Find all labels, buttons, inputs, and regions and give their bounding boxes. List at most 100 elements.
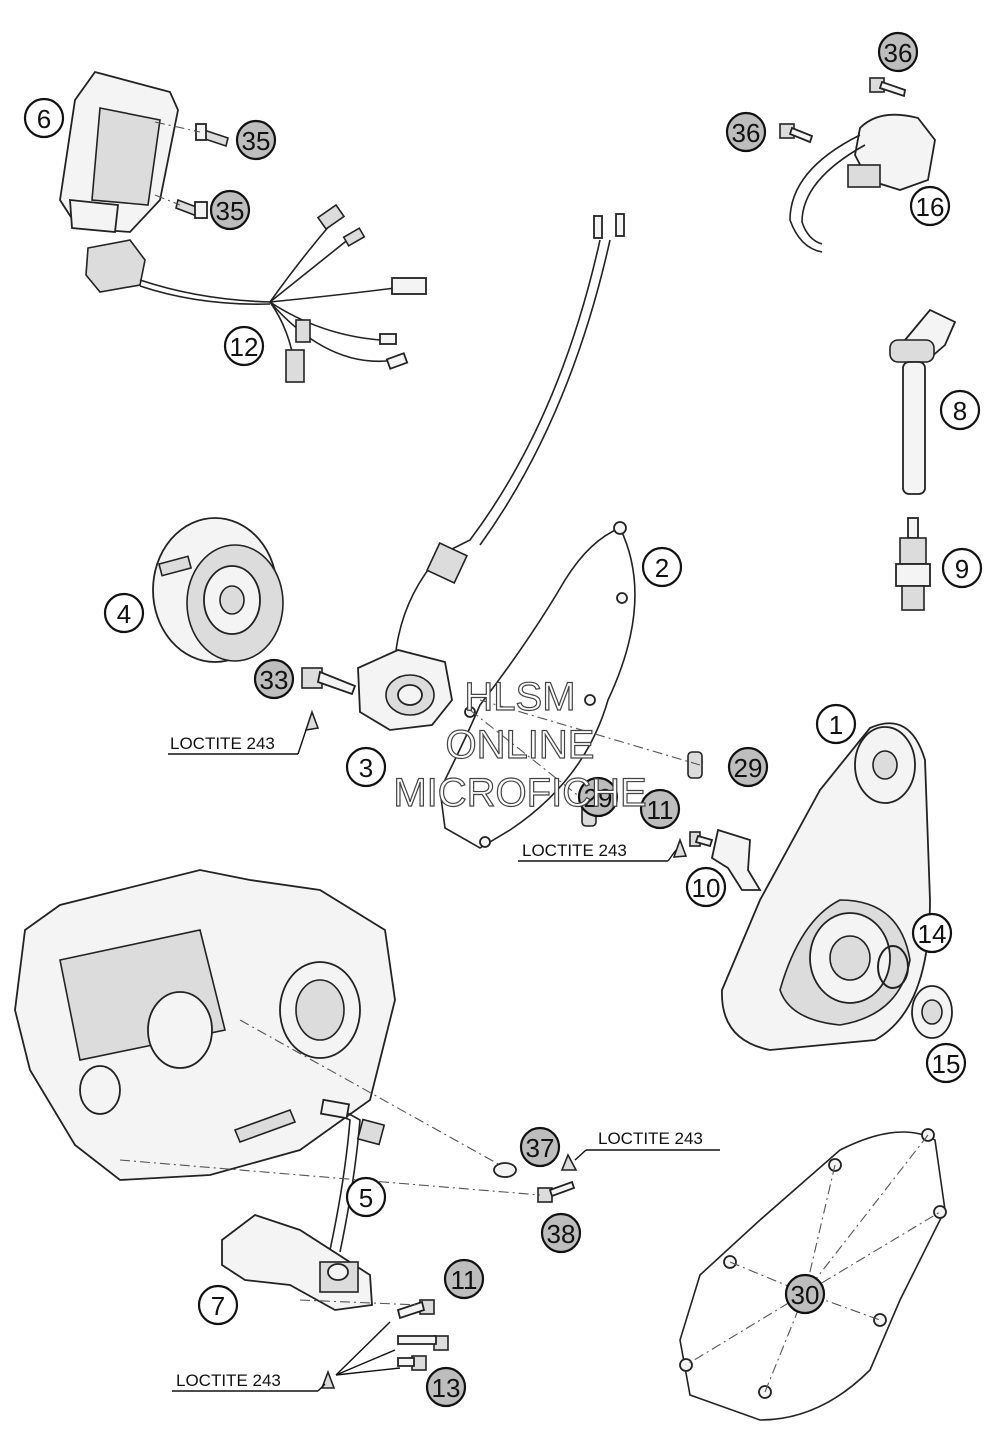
callout-circle [103,592,145,634]
callout-8: 8 [939,389,981,431]
callout-label: 5 [359,1183,373,1213]
flywheel-rotor-part [152,517,284,663]
watermark-line-1: HLSM [464,675,575,719]
callout-circle [925,1042,967,1084]
pickup-sensor-part [319,1098,386,1253]
callout-7: 7 [197,1284,239,1326]
callout-circle [784,1273,826,1315]
callout-label: 35 [216,196,245,226]
callout-circle [685,866,727,908]
spark-plug-connector-part [889,308,957,495]
cdi-unit-part [59,70,179,233]
callout-label: 10 [692,873,721,903]
loctite-note-2: LOCTITE 243 [518,841,677,862]
watermark-line-2: ONLINE [446,723,595,767]
callout-14: 14 [911,912,953,954]
callout-circle [443,1258,485,1300]
loctite-note-1-text: LOCTITE 243 [170,734,275,753]
callout-label: 36 [884,38,913,68]
watermark-line-3: MICROFICHE [393,771,646,815]
callout-label: 6 [37,104,51,134]
callout-circle [519,1126,561,1168]
callout-label: 7 [211,1291,225,1321]
callout-circle [815,703,857,745]
stator-part [357,649,453,731]
callout-circle [725,111,767,153]
callout-12: 12 [223,325,265,367]
pickup-bracket-part [221,1213,373,1311]
callout-16: 16 [909,185,951,227]
callout-label: 12 [230,332,259,362]
callout-circle [209,189,251,231]
screw-38 [537,1153,578,1203]
callout-label: 15 [932,1049,961,1079]
callout-circle [345,1176,387,1218]
callout-circle [23,97,65,139]
callout-11: 11 [443,1258,485,1300]
loctite-note-3-text: LOCTITE 243 [598,1129,703,1148]
bracket-10-part [710,828,762,891]
callout-circle [223,325,265,367]
callout-1: 1 [815,703,857,745]
loctite-note-4: LOCTITE 243 [172,1371,326,1392]
loctite-note-3: LOCTITE 243 [574,1129,720,1161]
ignition-coil-part [789,113,936,253]
callout-38: 38 [540,1212,582,1254]
callout-label: 2 [655,553,669,583]
callout-label: 14 [918,919,947,949]
watermark: HLSM ONLINE MICROFICHE [393,674,648,815]
callout-label: 38 [547,1219,576,1249]
callout-label: 13 [432,1373,461,1403]
loctite-note-4-text: LOCTITE 243 [176,1371,281,1390]
callout-label: 8 [953,396,967,426]
screw-11-lower [396,1299,435,1320]
callout-circle [425,1366,467,1408]
o-ring-14-part [877,945,909,989]
callout-label: 37 [526,1133,555,1163]
callout-label: 16 [916,192,945,222]
loctite-note-1: LOCTITE 243 [168,729,307,755]
callout-label: 1 [829,710,843,740]
generator-cover-gasket-part [394,213,636,849]
callout-circle [939,389,981,431]
callout-29: 29 [577,776,619,818]
callout-label: 29 [584,783,613,813]
screw-36-upper [869,77,907,98]
callout-35: 35 [235,119,277,161]
callout-circle [540,1212,582,1254]
callout-circle [641,546,683,588]
spark-plug-part [895,517,931,611]
callout-circle [727,746,769,788]
washer-37 [493,1162,517,1178]
callout-circle [235,119,277,161]
callout-circle [345,746,387,788]
callout-circle [197,1284,239,1326]
callout-label: 36 [732,118,761,148]
callout-label: 30 [791,1280,820,1310]
dowel-pin-29-right [687,751,703,779]
crankcase-part [14,869,396,1181]
callout-label: 4 [117,599,131,629]
ignition-cover-gasket-30 [679,1128,947,1421]
callout-label: 29 [734,753,763,783]
callout-label: 35 [242,126,271,156]
callout-circle [253,658,295,700]
screw-36-lower [779,123,814,144]
callout-circle [941,547,983,589]
plug-15-part [911,985,953,1039]
callout-35: 35 [209,189,251,231]
callout-30: 30 [784,1273,826,1315]
callout-4: 4 [103,592,145,634]
screw-11-upper [672,831,714,858]
callout-36: 36 [725,111,767,153]
callout-37: 37 [519,1126,561,1168]
callout-label: 33 [260,665,289,695]
callout-5: 5 [345,1176,387,1218]
callout-2: 2 [641,546,683,588]
callout-11: 11 [639,788,681,830]
callout-6: 6 [23,97,65,139]
screw-33 [301,667,357,732]
callout-label: 3 [359,753,373,783]
